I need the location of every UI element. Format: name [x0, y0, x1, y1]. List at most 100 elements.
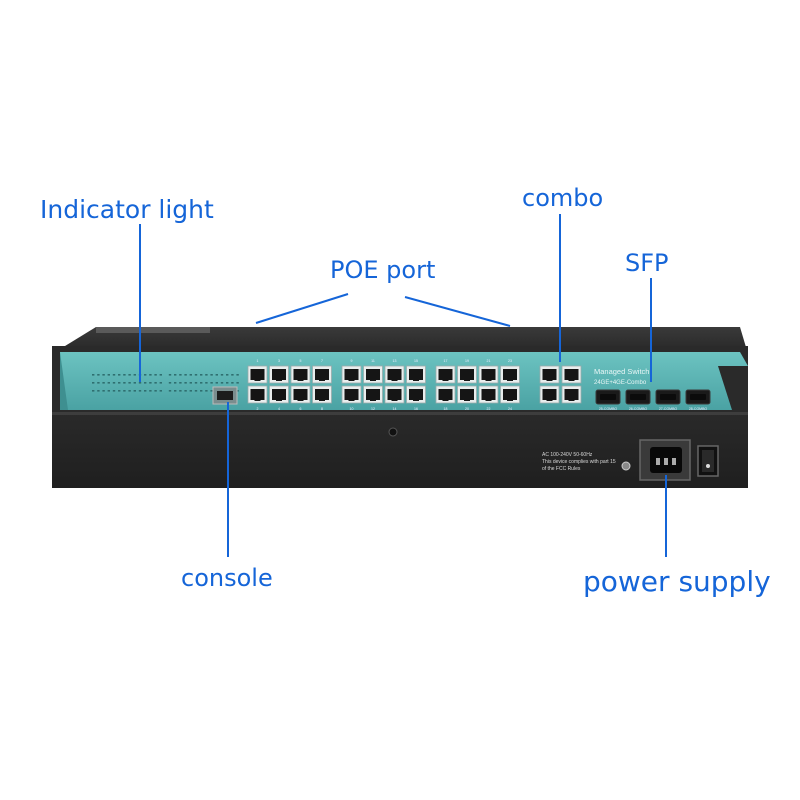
led: [215, 374, 218, 376]
poe-port: [478, 365, 499, 384]
port-number: 12: [371, 407, 375, 411]
led: [149, 390, 152, 392]
port-number: 11: [371, 359, 375, 363]
led: [174, 390, 177, 392]
poe-leader-right: [404, 296, 511, 327]
combo-port: [539, 385, 560, 404]
port-number: 17: [444, 359, 448, 363]
poe-port: [247, 385, 268, 404]
indicator-leds: [92, 374, 239, 392]
combo-port-panel: [529, 352, 588, 410]
led: [168, 390, 172, 392]
led: [205, 382, 208, 384]
led: [205, 390, 208, 392]
sfp-cage: [660, 394, 676, 400]
led: [210, 382, 213, 384]
led: [168, 382, 172, 384]
poe-port: [435, 365, 456, 384]
led: [179, 382, 182, 384]
led: [236, 390, 239, 392]
led: [144, 374, 147, 376]
power-switch: [697, 445, 719, 477]
led: [107, 390, 110, 392]
led: [102, 390, 105, 392]
poe-port: [457, 365, 477, 384]
led: [112, 382, 116, 384]
led: [112, 374, 116, 376]
led: [159, 374, 162, 376]
port-number: 19: [465, 359, 469, 363]
rear-chassis: [52, 411, 748, 488]
led: [194, 374, 198, 376]
poe-leader-left: [255, 293, 349, 324]
led: [133, 390, 136, 392]
poe-port: [341, 365, 362, 384]
led: [220, 374, 224, 376]
poe-port: [435, 385, 456, 404]
led: [179, 390, 182, 392]
poe-port: [384, 385, 405, 404]
poe-ports: [247, 365, 520, 404]
poe-port: [247, 365, 268, 384]
poe-port-panel: 1357911131517192123252724681012141618202…: [244, 352, 573, 411]
sfp-cage: [600, 394, 616, 400]
led: [97, 374, 100, 376]
led: [123, 374, 126, 376]
combo-port: [561, 365, 582, 384]
port-number: 6: [300, 407, 302, 411]
port-number: 20: [465, 407, 469, 411]
led: [97, 382, 100, 384]
rear-text-line: This device complies with part 15: [542, 459, 616, 465]
led: [97, 390, 100, 392]
combo-ports: [539, 365, 582, 404]
led: [179, 374, 182, 376]
sfp-label: 26-COMBO: [629, 407, 648, 411]
sfp-cage: [690, 394, 706, 400]
led: [118, 374, 121, 376]
led: [159, 382, 162, 384]
led: [123, 390, 126, 392]
poe-port: [269, 385, 289, 404]
led: [144, 382, 147, 384]
led: [154, 374, 157, 376]
led: [92, 390, 95, 392]
console-port: [212, 386, 238, 405]
led: [159, 390, 162, 392]
poe-port: [500, 365, 520, 384]
led: [226, 382, 229, 384]
port-number: 23: [508, 359, 512, 363]
poe-port: [500, 385, 520, 404]
led: [215, 382, 218, 384]
brand-name: Managed Switch: [594, 367, 649, 376]
sfp-cage: [630, 394, 646, 400]
indicator-light-label: Indicator light: [40, 195, 214, 224]
port-number: 8: [321, 407, 323, 411]
led: [107, 382, 110, 384]
led: [174, 382, 177, 384]
brand-model: 24GE+4GE-Combo: [594, 380, 647, 386]
led: [149, 382, 152, 384]
sfp-label: 28-COMBO: [689, 407, 708, 411]
port-number: 9: [351, 359, 353, 363]
led: [200, 382, 203, 384]
led: [154, 390, 157, 392]
port-number: 15: [414, 359, 418, 363]
poe-port: [406, 365, 426, 384]
led: [200, 374, 203, 376]
led: [174, 374, 177, 376]
led: [184, 374, 187, 376]
console-label: console: [181, 564, 273, 592]
led: [194, 390, 198, 392]
combo-port: [561, 385, 582, 404]
led: [168, 374, 172, 376]
led: [189, 382, 192, 384]
led: [236, 382, 239, 384]
port-number: 22: [487, 407, 491, 411]
led: [102, 374, 105, 376]
port-number: 16: [414, 407, 418, 411]
led: [226, 374, 229, 376]
led: [144, 390, 147, 392]
